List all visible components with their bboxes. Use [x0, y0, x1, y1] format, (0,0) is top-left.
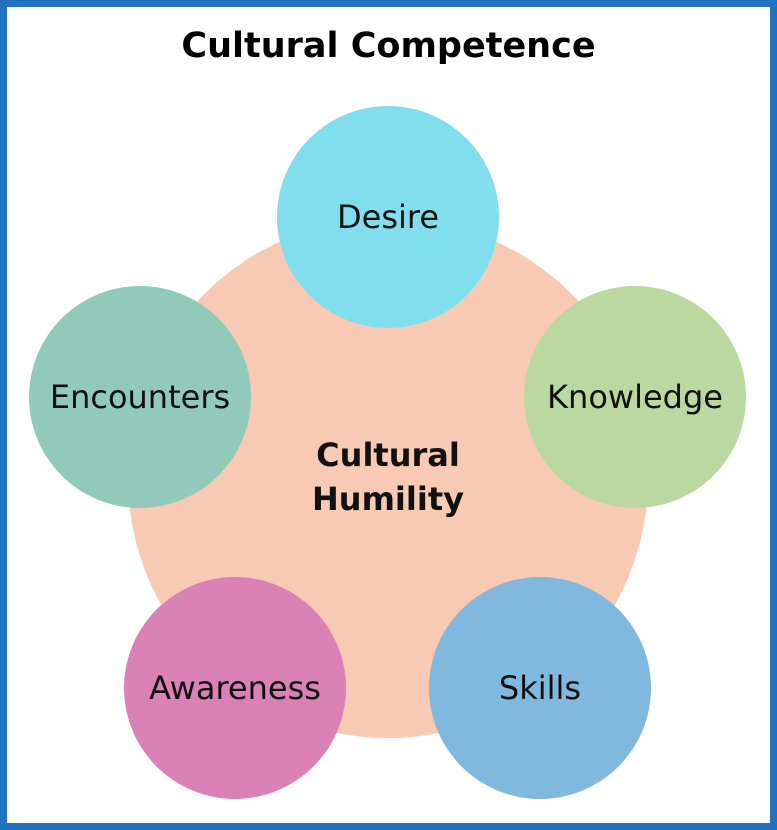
- node-desire: Desire: [277, 106, 499, 328]
- node-knowledge: Knowledge: [524, 286, 746, 508]
- node-awareness-label: Awareness: [149, 669, 321, 707]
- node-knowledge-circle: [524, 286, 746, 508]
- node-skills-label: Skills: [499, 669, 581, 707]
- center-label-line1: Cultural: [316, 436, 460, 474]
- node-encounters: Encounters: [29, 286, 251, 508]
- node-skills: Skills: [429, 577, 651, 799]
- center-label-line2: Humility: [312, 480, 464, 518]
- node-awareness: Awareness: [124, 577, 346, 799]
- node-desire-label: Desire: [337, 198, 439, 236]
- node-skills-circle: [429, 577, 651, 799]
- node-awareness-circle: [124, 577, 346, 799]
- node-encounters-circle: [29, 286, 251, 508]
- node-knowledge-label: Knowledge: [547, 378, 723, 416]
- node-desire-circle: [277, 106, 499, 328]
- node-encounters-label: Encounters: [50, 378, 230, 416]
- diagram-title: Cultural Competence: [181, 26, 596, 66]
